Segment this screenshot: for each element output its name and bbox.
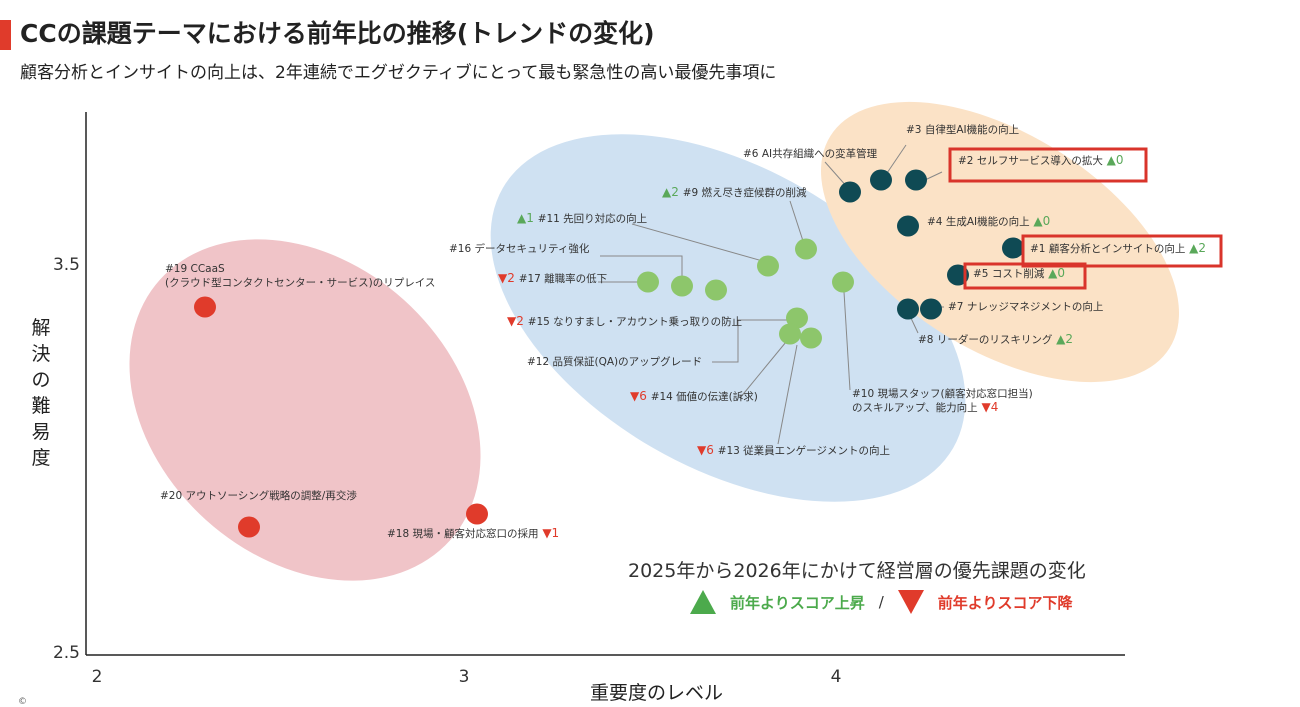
point-label-6: #6 AI共存組織への変革管理 (743, 147, 878, 160)
data-point-1 (1002, 237, 1024, 259)
point-label-15: ▼2 #15 なりすまし・アカウント乗っ取りの防止 (507, 314, 742, 328)
red-cluster-ellipse (129, 239, 481, 581)
highlight-box (1021, 234, 1223, 268)
data-point-2 (905, 169, 927, 191)
data-point-6 (839, 181, 861, 203)
point-label-12: #12 品質保証(QA)のアップグレード (527, 355, 702, 368)
leader-line (924, 171, 943, 181)
point-label-3: #3 自律型AI機能の向上 (906, 123, 1019, 136)
legend-separator: / (878, 593, 884, 611)
data-point-13 (800, 327, 822, 349)
leader-line (712, 319, 796, 363)
point-label-4: #4 生成AI機能の向上 ▲0 (927, 214, 1050, 228)
title-accent-bar (0, 20, 11, 50)
point-label-14: ▼6 #14 価値の伝達(訴求) (630, 389, 758, 403)
legend-up-label: 前年よりスコア上昇 (730, 593, 865, 612)
data-point-16 (671, 275, 693, 297)
highlight-box (948, 147, 1148, 183)
y-tick-label: 3.5 (53, 255, 80, 275)
point-label-7: #7 ナレッジマネジメントの向上 (948, 300, 1103, 313)
legend-down-label: 前年よりスコア下降 (937, 593, 1073, 612)
point-label-20: #20 アウトソーシング戦略の調整/再交渉 (160, 489, 357, 502)
point-label-19: #19 CCaaS(クラウド型コンタクトセンター・サービス)のリプレイス (165, 263, 435, 289)
highlight-box (963, 262, 1087, 290)
leader-line (739, 341, 787, 399)
leader-line (884, 144, 907, 177)
data-point-11 (757, 255, 779, 277)
data-point-10 (832, 271, 854, 293)
leader-line (777, 344, 798, 445)
y-tick-label: 2.5 (53, 643, 80, 663)
point-label-9: ▲2 #9 燃え尽き症候群の削減 (662, 185, 807, 199)
x-axis-label: 重要度のレベル (590, 682, 724, 704)
leader-line (843, 291, 851, 391)
leader-line (631, 223, 767, 263)
data-point-20 (238, 516, 260, 538)
data-point-9 (795, 238, 817, 260)
page-subtitle: 顧客分析とインサイトの向上は、2年連続でエグゼクティブにとって最も緊急性の高い最… (20, 63, 777, 83)
point-label-2: #2 セルフサービス導入の拡大 ▲0 (958, 153, 1124, 167)
legend-title: 2025年から2026年にかけて経営層の優先課題の変化 (628, 560, 1086, 582)
x-tick-label: 2 (92, 667, 103, 687)
down-triangle-icon (897, 590, 924, 614)
point-label-10: #10 現場スタッフ(顧客対応窓口担当)のスキルアップ、能力向上 ▼4 (852, 387, 1033, 414)
data-point-8 (897, 298, 919, 320)
leader-line (600, 255, 683, 282)
data-point-4 (897, 215, 919, 237)
data-point-19 (194, 296, 216, 318)
point-label-18: #18 現場・顧客対応窓口の採用 ▼1 (387, 526, 559, 540)
legend: 前年よりスコア上昇 / 前年よりスコア下降 (690, 590, 1072, 614)
page-title: CCの課題テーマにおける前年比の推移(トレンドの変化) (20, 19, 655, 48)
data-point-14 (779, 323, 801, 345)
data-point-17 (637, 271, 659, 293)
data-point-7 (920, 298, 942, 320)
data-point-18 (466, 503, 488, 525)
x-tick-label: 4 (831, 667, 842, 687)
point-label-5: #5 コスト削減 ▲0 (973, 266, 1065, 280)
point-label-13: ▼6 #13 従業員エンゲージメントの向上 (697, 443, 890, 457)
data-point-15 (705, 279, 727, 301)
point-label-16: #16 データセキュリティ強化 (449, 242, 590, 255)
y-axis-label: 解決の難易度 (31, 317, 51, 469)
leader-line (789, 200, 805, 245)
copyright-mark: © (18, 697, 27, 707)
data-point-3 (870, 169, 892, 191)
point-label-8: #8 リーダーのリスキリング ▲2 (918, 332, 1073, 346)
point-label-17: ▼2 #17 離職率の低下 (498, 271, 607, 285)
data-point-12 (786, 307, 808, 329)
up-triangle-icon (690, 590, 716, 614)
x-tick-label: 3 (459, 667, 470, 687)
point-label-11: ▲1 #11 先回り対応の向上 (517, 211, 647, 225)
point-label-1: #1 顧客分析とインサイトの向上 ▲2 (1030, 241, 1206, 255)
